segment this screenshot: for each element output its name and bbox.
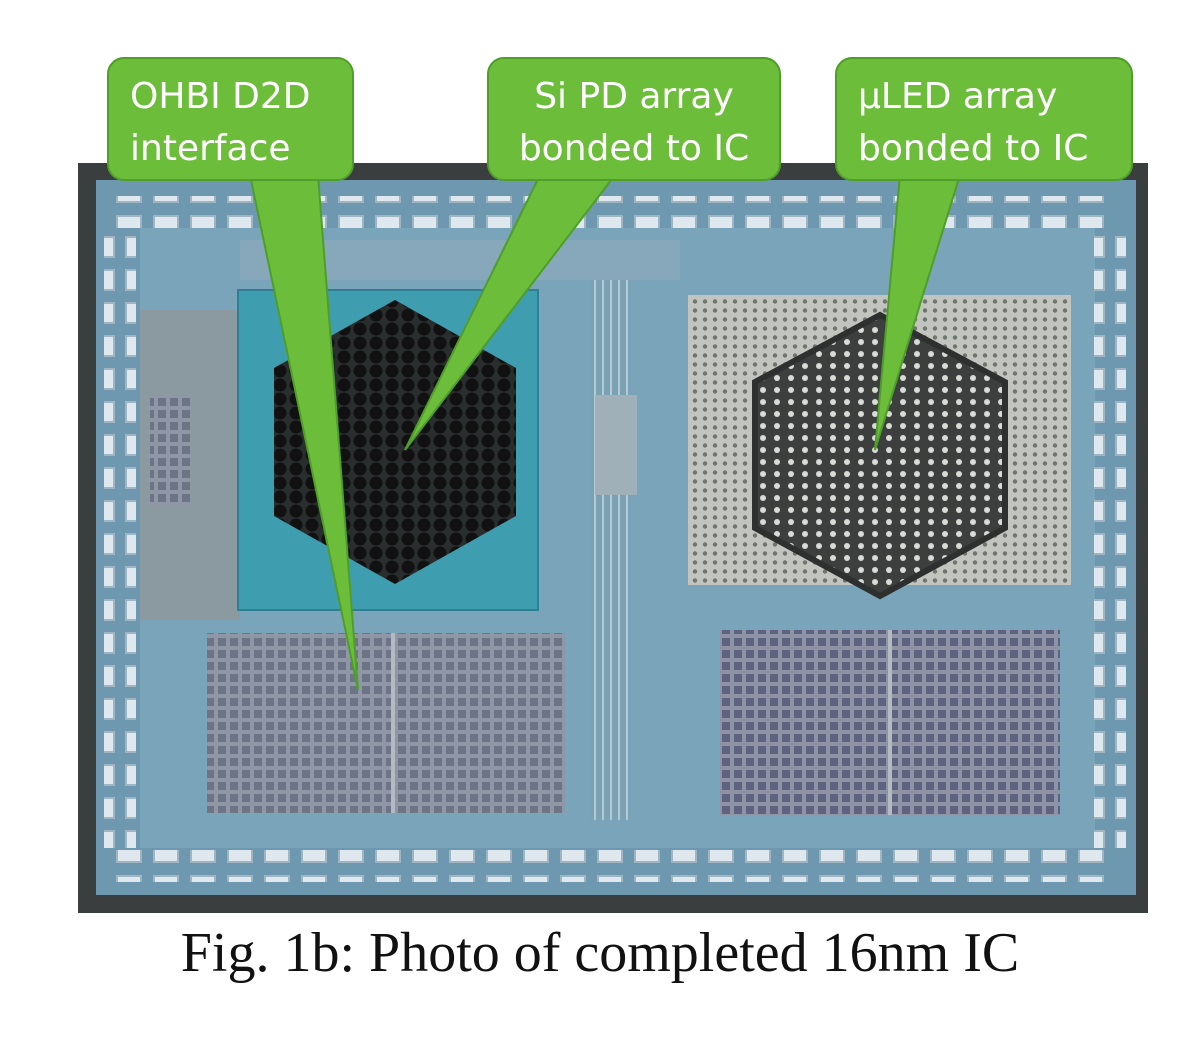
- bond-pads-bottom: [110, 850, 1110, 882]
- center-routing: [590, 280, 630, 820]
- callout-uled-line1: µLED array: [858, 76, 1057, 117]
- callout-sipd-line1: Si PD array: [534, 76, 734, 117]
- figure-caption: Fig. 1b: Photo of completed 16nm IC: [180, 922, 1020, 984]
- center-routing-block: [595, 395, 637, 495]
- callout-uled-array: µLED array bonded to IC: [835, 57, 1133, 181]
- left-logic-detail: [150, 395, 190, 505]
- callout-sipd-line2: bonded to IC: [519, 128, 749, 169]
- bond-pads-right: [1094, 228, 1126, 848]
- bond-pads-left: [104, 228, 136, 848]
- callout-ohbi-line1: OHBI D2D: [130, 76, 311, 117]
- callout-si-pd-array: Si PD array bonded to IC: [487, 57, 781, 181]
- callout-ohbi-line2: interface: [130, 128, 291, 169]
- callout-ohbi-d2d: OHBI D2D interface: [107, 57, 354, 181]
- uled-hexagon-array: [752, 311, 1008, 600]
- callout-uled-line2: bonded to IC: [858, 128, 1088, 169]
- ohbi-d2d-grid-left: [207, 633, 565, 813]
